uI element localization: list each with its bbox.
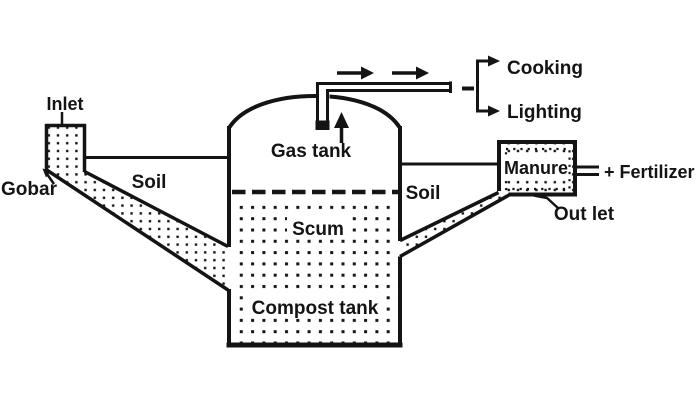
cooking-arrow-icon	[488, 55, 500, 67]
distribution-bracket	[462, 55, 500, 117]
gobar-label: Gobar	[1, 179, 58, 200]
inlet-box-fill	[48, 126, 84, 172]
manure-box-outline	[497, 140, 577, 197]
inlet-channel-bottom-line	[45, 168, 229, 292]
scum-label: Scum	[292, 219, 344, 240]
lighting-arrow-icon	[488, 105, 500, 117]
lighting-label: Lighting	[507, 102, 582, 123]
flow-arrow-icon	[337, 66, 374, 80]
manure-label: Manure	[504, 158, 568, 178]
gas-pipe-inner-line	[326, 89, 451, 130]
bracket-outline	[476, 59, 489, 113]
gobar-pointer-arrow-icon	[42, 168, 56, 185]
outlet-pointer-line	[533, 194, 559, 209]
soil-left-label: Soil	[132, 172, 167, 193]
inlet-channel-top-line	[83, 169, 229, 249]
inlet-label: Inlet	[46, 94, 83, 114]
soil-right-label: Soil	[406, 183, 441, 204]
cooking-label: Cooking	[507, 58, 583, 79]
gas-tank-label: Gas tank	[271, 141, 352, 162]
gas-flow-arrows	[337, 66, 429, 80]
soil-ground-lines	[85, 156, 499, 166]
compost-label-clearing	[249, 296, 380, 317]
gas-pipe	[315, 81, 452, 130]
flow-arrow-icon	[392, 66, 429, 80]
gas-pipe-intake-tip	[315, 120, 330, 130]
gas-pipe-interior	[316, 81, 452, 130]
scum-label-clearing	[287, 217, 349, 237]
fertilizer-outlet-pipe	[577, 165, 599, 176]
inlet-chute	[44, 123, 229, 292]
label-pointers	[42, 112, 559, 209]
gas-rise-arrow-icon	[334, 112, 349, 143]
manure-label-clearing	[502, 157, 569, 176]
outlet-label: Out let	[554, 204, 615, 225]
fertilizer-label: + Fertilizer	[604, 162, 695, 182]
outlet-channel-top-line	[399, 190, 500, 243]
gas-pipe-outer-line	[316, 82, 451, 130]
outlet-channel-bottom-line	[399, 192, 511, 259]
compost-tank-label: Compost tank	[252, 298, 379, 319]
outlet-channel	[399, 190, 511, 259]
gas-dome-outline	[227, 93, 402, 130]
